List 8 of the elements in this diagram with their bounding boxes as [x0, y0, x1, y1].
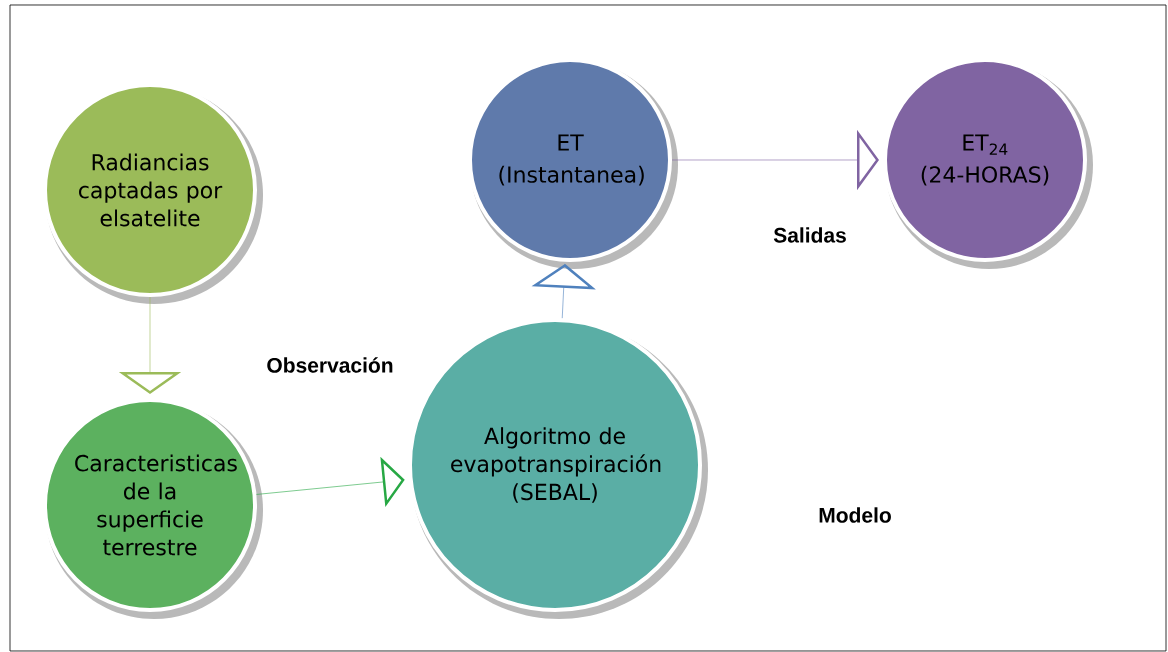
circle-node: ET$_{24}$ (24-HORAS) — [883, 58, 1093, 269]
circle-node: Algoritmo de evapotranspiración (SEBAL) — [408, 318, 708, 619]
section-label: Observación — [267, 357, 393, 373]
circle-node: Radiancias captadas por elsatelite — [43, 83, 263, 304]
circle-node: ET (Instantanea) — [468, 58, 678, 269]
circle-node: Caracteristicas de la superficie terrestre — [43, 398, 263, 619]
section-label: Salidas — [773, 227, 846, 243]
section-label: Modelo — [819, 507, 891, 523]
